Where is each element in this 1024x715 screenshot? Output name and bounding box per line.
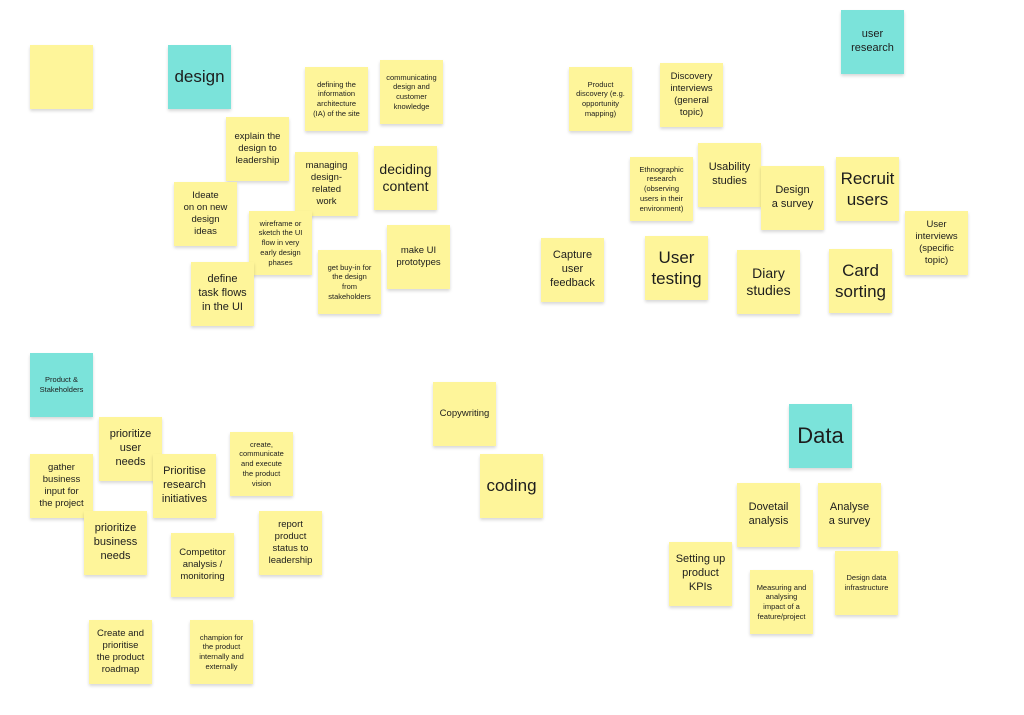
sticky-note-usability[interactable]: Usability studies [698, 143, 761, 207]
header-product-stakeholders[interactable]: Product & Stakeholders [30, 353, 93, 417]
sticky-note-roadmap[interactable]: Create and prioritise the product roadma… [89, 620, 152, 684]
header-user-research[interactable]: user research [841, 10, 904, 74]
header-data[interactable]: Data [789, 404, 852, 468]
sticky-note-explain[interactable]: explain the design to leadership [226, 117, 289, 181]
sticky-note-data-infra[interactable]: Design data infrastructure [835, 551, 898, 615]
sticky-note-empty[interactable] [30, 45, 93, 109]
sticky-note-user-interviews[interactable]: User interviews (specific topic) [905, 211, 968, 275]
sticky-note-communicating[interactable]: communicating design and customer knowle… [380, 60, 443, 124]
sticky-note-champion[interactable]: champion for the product internally and … [190, 620, 253, 684]
header-design[interactable]: design [168, 45, 231, 109]
sticky-note-measuring[interactable]: Measuring and analysing impact of a feat… [750, 570, 813, 634]
sticky-note-capture[interactable]: Capture user feedback [541, 238, 604, 302]
sticky-note-buyin[interactable]: get buy-in for the design from stakehold… [318, 250, 381, 314]
sticky-note-discovery-interviews[interactable]: Discovery interviews (general topic) [660, 63, 723, 127]
sticky-note-wireframe[interactable]: wireframe or sketch the UI flow in very … [249, 211, 312, 275]
sticky-note-kpis[interactable]: Setting up product KPIs [669, 542, 732, 606]
sticky-note-copywriting[interactable]: Copywriting [433, 382, 496, 446]
sticky-note-gather[interactable]: gather business input for the project [30, 454, 93, 518]
sticky-note-ia[interactable]: defining the information architecture (I… [305, 67, 368, 131]
sticky-note-diary[interactable]: Diary studies [737, 250, 800, 314]
sticky-note-design-survey[interactable]: Design a survey [761, 166, 824, 230]
sticky-note-ethnographic[interactable]: Ethnographic research (observing users i… [630, 157, 693, 221]
sticky-note-prioritize-business[interactable]: prioritize business needs [84, 511, 147, 575]
sticky-note-prioritize-user[interactable]: prioritize user needs [99, 417, 162, 481]
sticky-note-managing[interactable]: managing design- related work [295, 152, 358, 216]
sticky-note-ideate[interactable]: Ideate on on new design ideas [174, 182, 237, 246]
sticky-note-dovetail[interactable]: Dovetail analysis [737, 483, 800, 547]
sticky-note-analyse-survey[interactable]: Analyse a survey [818, 483, 881, 547]
sticky-note-product-discovery[interactable]: Product discovery (e.g. opportunity mapp… [569, 67, 632, 131]
sticky-note-create-vision[interactable]: create, communicate and execute the prod… [230, 432, 293, 496]
sticky-note-prioritise-research[interactable]: Prioritise research initiatives [153, 454, 216, 518]
sticky-note-competitor[interactable]: Competitor analysis / monitoring [171, 533, 234, 597]
sticky-note-prototypes[interactable]: make UI prototypes [387, 225, 450, 289]
sticky-note-user-testing[interactable]: User testing [645, 236, 708, 300]
sticky-note-deciding[interactable]: deciding content [374, 146, 437, 210]
sticky-note-taskflows[interactable]: define task flows in the UI [191, 262, 254, 326]
sticky-note-report[interactable]: report product status to leadership [259, 511, 322, 575]
sticky-note-coding[interactable]: coding [480, 454, 543, 518]
sticky-note-card-sorting[interactable]: Card sorting [829, 249, 892, 313]
sticky-note-recruit[interactable]: Recruit users [836, 157, 899, 221]
